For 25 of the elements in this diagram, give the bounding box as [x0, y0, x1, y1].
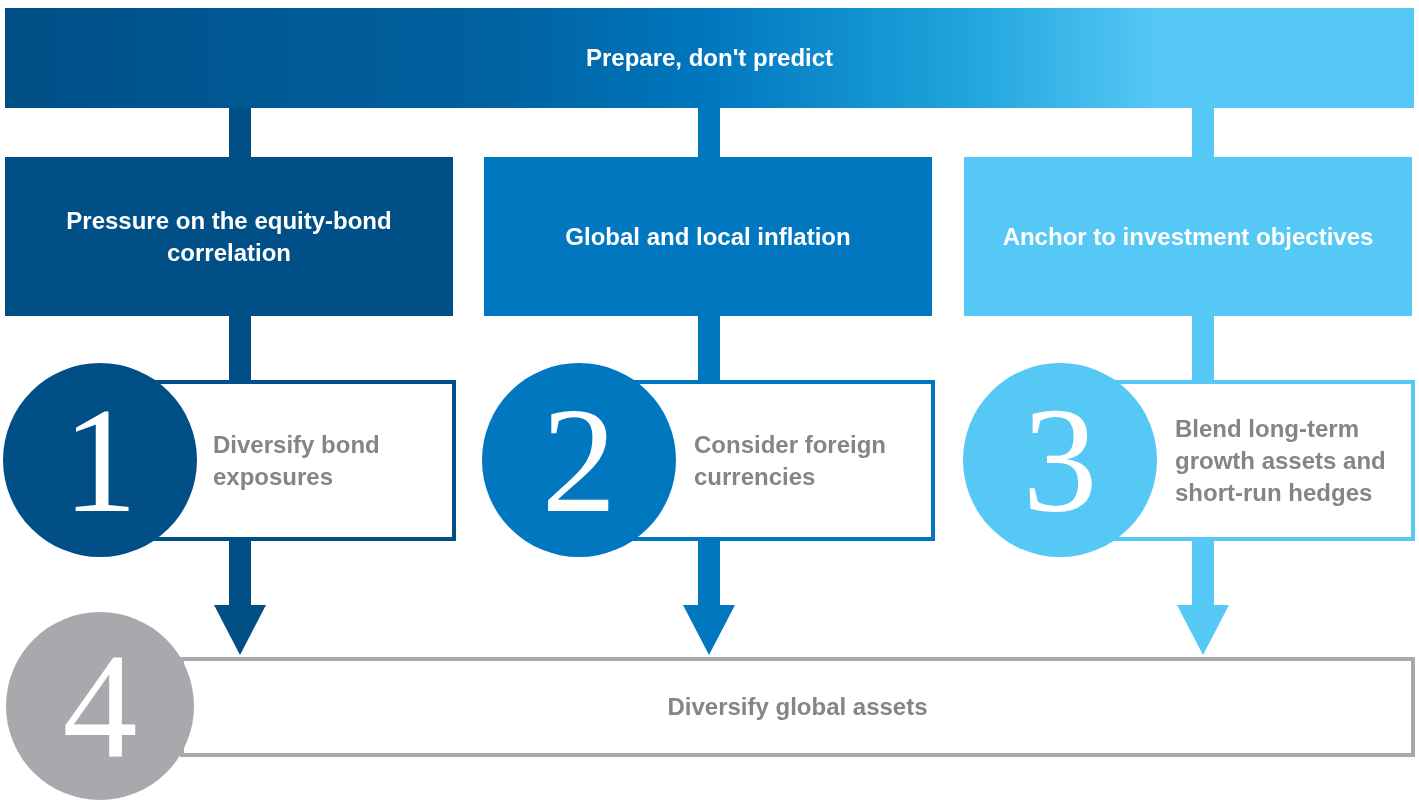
connector-bar — [229, 108, 251, 157]
step-number: 1 — [3, 363, 197, 557]
step-number: 2 — [482, 363, 676, 557]
step-text: Diversify bond exposures — [213, 429, 381, 492]
step-number: 4 — [6, 612, 194, 800]
connector-bar — [1192, 316, 1214, 380]
heading-text: Prepare, don't predict — [585, 43, 834, 73]
arrow — [1177, 541, 1229, 655]
heading-text: Anchor to investment objectives — [1002, 221, 1374, 252]
step-text: Blend long-term growth assets and short-run hedges — [1175, 413, 1387, 508]
heading-text: Global and local inflation — [565, 221, 851, 252]
theme-box — [484, 157, 932, 316]
connector-bar — [698, 108, 720, 157]
connector-bar — [698, 316, 720, 380]
arrow — [683, 541, 735, 655]
heading-text: Pressure on the equity-bond correlation — [65, 205, 393, 268]
theme-box — [5, 157, 453, 316]
connector-bar — [229, 316, 251, 380]
step-text: Consider foreign currencies — [694, 429, 887, 492]
connector-bar — [1192, 108, 1214, 157]
title-banner — [5, 8, 1414, 108]
step-text: Diversify global assets — [666, 692, 929, 722]
arrow — [214, 541, 266, 655]
theme-box — [964, 157, 1412, 316]
step-number: 3 — [963, 363, 1157, 557]
